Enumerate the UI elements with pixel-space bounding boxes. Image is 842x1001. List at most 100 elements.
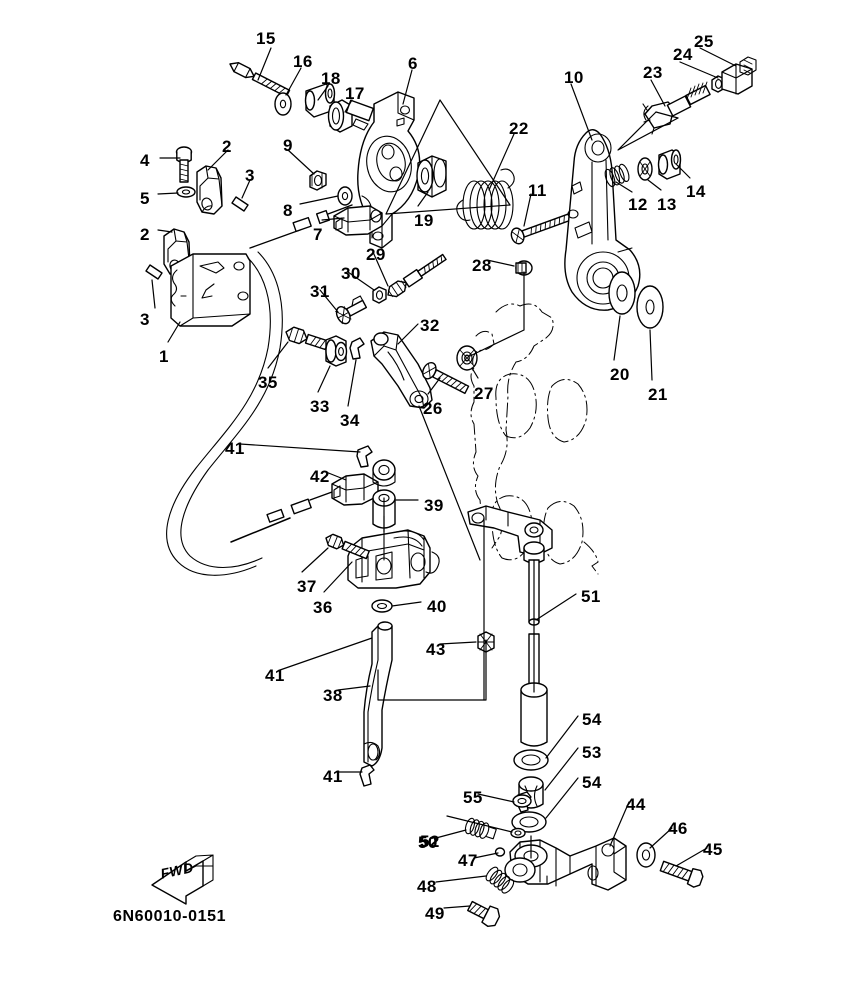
part-33-bushing <box>325 335 348 367</box>
callout-number-55: 55 <box>463 788 483 807</box>
callout-number-5: 5 <box>140 189 150 208</box>
part-3-pin-lower <box>145 264 163 280</box>
part-51-shift-rod <box>467 505 553 747</box>
part-17-bushing <box>327 99 375 133</box>
part-4-screw <box>175 146 193 183</box>
callout-number-7: 7 <box>313 225 323 244</box>
callout-number-3: 3 <box>140 310 150 329</box>
callout-number-42: 42 <box>310 467 330 486</box>
callout-number-15: 15 <box>256 29 276 48</box>
part-5-clip <box>176 186 196 198</box>
callout-number-27: 27 <box>474 384 494 403</box>
callout-number-31: 31 <box>310 282 330 301</box>
callout-number-29: 29 <box>366 245 386 264</box>
part-31-screw <box>335 295 368 325</box>
callout-number-18: 18 <box>321 69 341 88</box>
part-25-clip <box>721 56 757 95</box>
part-20-washer <box>608 271 636 315</box>
leader-lines <box>151 47 737 909</box>
callout-number-6: 6 <box>408 54 418 73</box>
callout-number-3: 3 <box>245 166 255 185</box>
callout-number-50: 50 <box>418 833 438 852</box>
callout-number-21: 21 <box>648 385 668 404</box>
part-29-bolt <box>387 253 447 298</box>
part-27-bushing <box>456 345 478 371</box>
part-54-washer-upper <box>513 749 549 771</box>
part-34-clip <box>349 337 365 360</box>
callout-number-17: 17 <box>345 84 365 103</box>
callout-number-54: 54 <box>582 710 602 729</box>
callout-number-44: 44 <box>626 795 646 814</box>
callout-number-4: 4 <box>140 151 150 170</box>
callout-number-49: 49 <box>425 904 445 923</box>
callout-number-13: 13 <box>657 195 677 214</box>
part-47-pin <box>494 847 506 857</box>
callout-number-36: 36 <box>313 598 333 617</box>
callout-number-32: 32 <box>420 316 440 335</box>
part-49-plug <box>467 900 501 927</box>
part-23-joint <box>642 81 711 135</box>
callout-number-25: 25 <box>694 32 714 51</box>
part-37-bolt <box>325 533 370 560</box>
callout-number-11: 11 <box>528 181 547 200</box>
part-26-bolt <box>422 361 470 395</box>
part-12-spring-collar <box>604 163 630 188</box>
callout-number-41: 41 <box>323 767 343 786</box>
throttle-cable <box>166 204 353 576</box>
part-14-collar <box>657 149 682 180</box>
part-40-washer <box>371 599 393 613</box>
part-55-ring <box>512 794 532 808</box>
part-41-clip-top <box>356 445 373 468</box>
part-16-washer <box>274 92 292 116</box>
callout-number-51: 51 <box>581 587 601 606</box>
part-32-link-plate <box>370 331 433 409</box>
callout-number-54: 54 <box>582 773 602 792</box>
diagram-part-number: 6N60010-0151 <box>113 908 227 925</box>
callout-number-10: 10 <box>564 68 584 87</box>
part-22-spring <box>456 168 515 230</box>
callout-number-53: 53 <box>582 743 602 762</box>
callout-number-24: 24 <box>673 45 693 64</box>
callout-number-1: 1 <box>159 347 169 366</box>
callout-number-12: 12 <box>628 195 648 214</box>
callout-number-33: 33 <box>310 397 330 416</box>
callout-number-22: 22 <box>509 119 529 138</box>
part-9-nut <box>309 170 327 191</box>
callout-number-23: 23 <box>643 63 663 82</box>
callout-number-46: 46 <box>668 819 688 838</box>
part-42-cable-joint <box>331 459 396 506</box>
part-46-washer <box>636 842 656 868</box>
callout-number-35: 35 <box>258 373 278 392</box>
callout-number-47: 47 <box>458 851 478 870</box>
part-7-link <box>333 205 383 236</box>
callout-number-28: 28 <box>472 256 492 275</box>
part-8-washer <box>337 186 353 206</box>
part-50-spring <box>464 817 497 840</box>
callout-number-16: 16 <box>293 52 313 71</box>
part-30-nut <box>372 286 387 304</box>
part-2-clamp-upper <box>196 165 223 215</box>
part-13-washer <box>637 157 653 181</box>
callout-number-34: 34 <box>340 411 360 430</box>
callout-number-2: 2 <box>140 225 150 244</box>
part-52-oring <box>510 827 526 839</box>
callout-number-9: 9 <box>283 136 293 155</box>
callout-number-30: 30 <box>341 264 361 283</box>
callout-number-19: 19 <box>414 211 434 230</box>
callout-number-45: 45 <box>703 840 723 859</box>
part-41-clip-lower <box>359 764 375 787</box>
callout-number-37: 37 <box>297 577 317 596</box>
callout-number-41: 41 <box>225 439 245 458</box>
callout-number-14: 14 <box>686 182 706 201</box>
callout-number-52: 52 <box>420 832 440 851</box>
part-11-bolt <box>510 210 580 245</box>
part-54-washer-lower <box>511 811 547 833</box>
part-21-washer <box>636 285 664 329</box>
callout-number-20: 20 <box>610 365 630 384</box>
callout-number-43: 43 <box>426 640 446 659</box>
part-48-spring <box>485 866 515 894</box>
part-45-bolt <box>659 860 704 888</box>
callout-number-38: 38 <box>323 686 343 705</box>
